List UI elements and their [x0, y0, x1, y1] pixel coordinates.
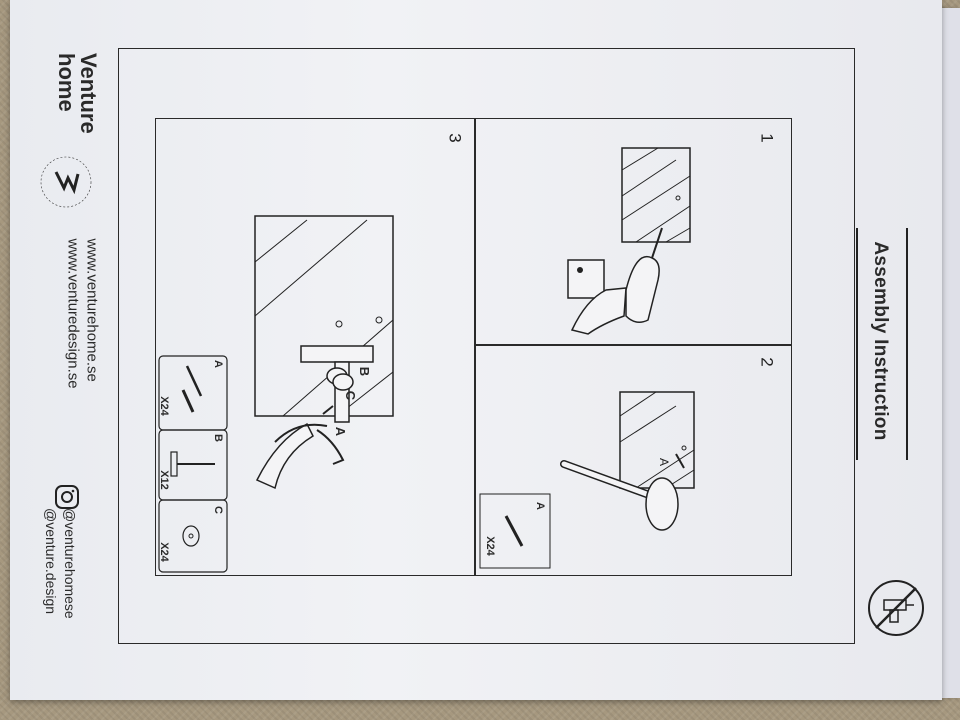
step-3-label-a: A	[333, 426, 349, 437]
part-c-label: C	[211, 506, 224, 514]
step-3-illustration	[254, 215, 394, 490]
brand-seal-icon	[40, 156, 92, 208]
part-a-label: A	[211, 360, 224, 368]
no-power-tool-icon	[868, 580, 924, 636]
title-rule-right	[906, 228, 908, 460]
brand-name-line1: Venture	[76, 53, 101, 134]
part-a-qty: X24	[157, 396, 170, 416]
step-2-illustration: A	[479, 391, 695, 569]
steps-grid	[155, 118, 792, 576]
instagram-handle-2[interactable]: @venture.design	[43, 508, 59, 615]
part-c-qty: X24	[157, 542, 170, 562]
step-2-part-letter: A	[533, 502, 546, 510]
grid-divider-vertical	[474, 118, 476, 576]
parts-legend	[158, 355, 228, 573]
part-b-label: B	[211, 434, 224, 442]
website-2[interactable]: www.venturedesign.se	[64, 238, 82, 389]
website-1[interactable]: www.venturehome.se	[83, 238, 101, 382]
step-2-part-label: A	[657, 458, 671, 466]
instagram-icon	[55, 485, 79, 509]
grid-divider-horizontal	[474, 344, 792, 346]
outer-frame	[118, 48, 855, 644]
step-3-label-c: C	[343, 390, 359, 401]
page-title: Assembly Instruction	[870, 241, 891, 441]
part-b-qty: X12	[157, 470, 170, 490]
brand-logo-text: Venture home	[54, 53, 101, 163]
step-2-part-qty: X24	[483, 536, 496, 556]
title-rule-left	[856, 228, 858, 460]
instruction-sheet	[10, 0, 942, 700]
instagram-handle-1[interactable]: @venturehomese	[62, 508, 78, 619]
step-1-illustration	[567, 147, 691, 335]
brand-name-line2: home	[54, 53, 79, 112]
step-3-label-b: B	[357, 366, 373, 377]
